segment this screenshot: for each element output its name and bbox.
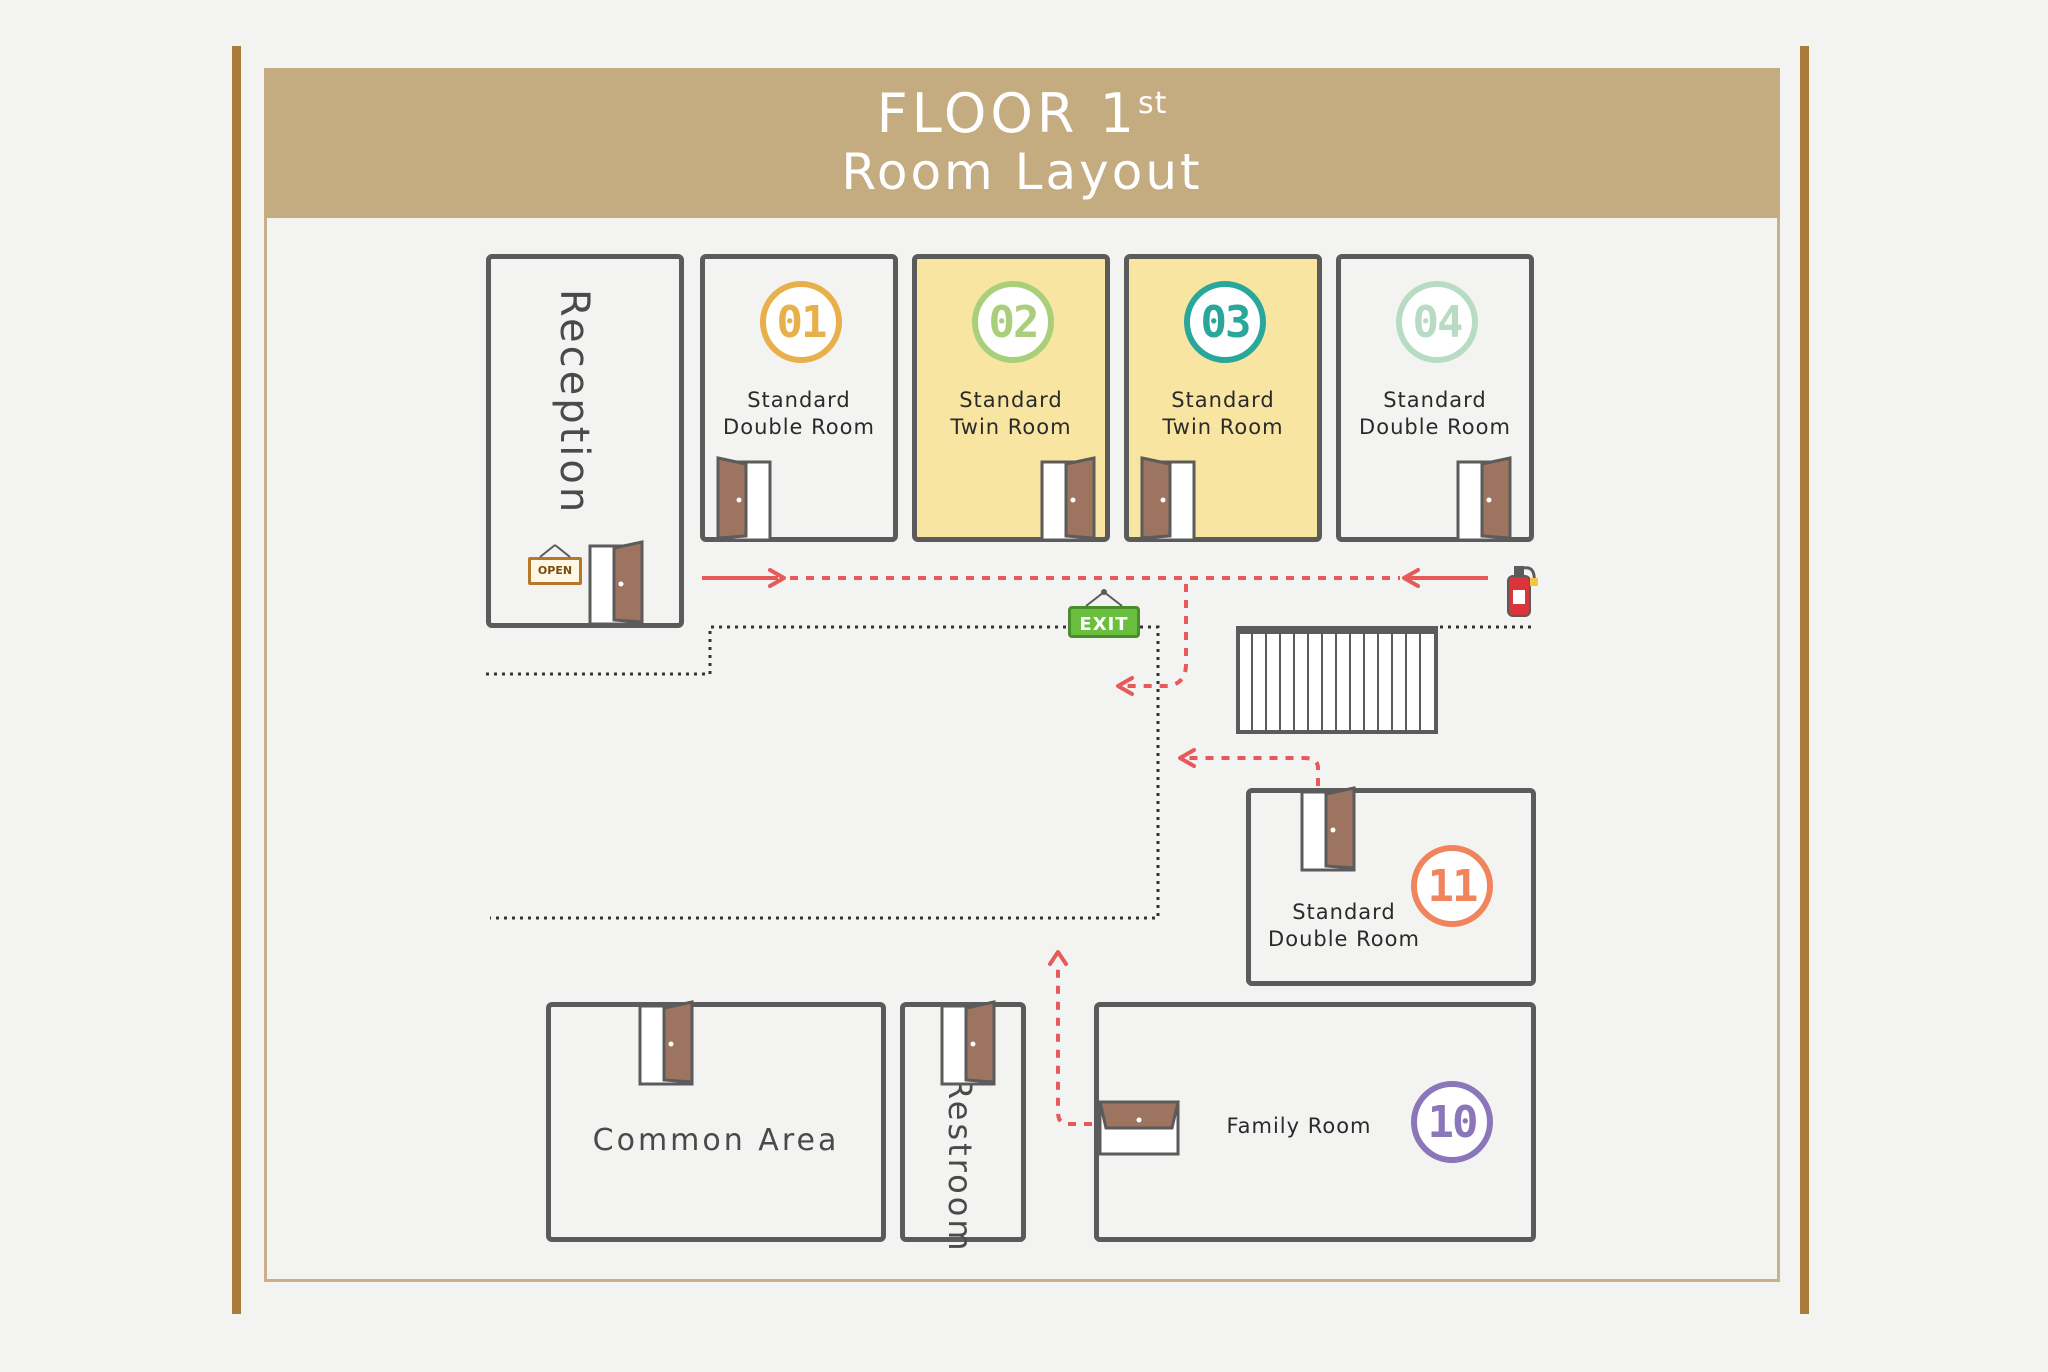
evacuation-route: [702, 576, 1488, 1126]
door-icon: [1456, 456, 1512, 542]
reception-label: Reception: [551, 289, 597, 516]
room-number-badge: 01: [760, 281, 842, 363]
door-icon: [716, 456, 772, 542]
left-frame-post: [232, 46, 241, 1314]
open-sign-hanger: [539, 544, 571, 558]
exit-sign-hanger: [1085, 589, 1123, 607]
common-area-label: Common Area: [592, 1123, 840, 1158]
room-number-badge: 03: [1184, 281, 1266, 363]
staircase-icon: [1236, 626, 1438, 734]
room-number-badge: 10: [1411, 1081, 1493, 1163]
corridor-boundary: [486, 625, 1536, 920]
door-icon: [588, 540, 644, 626]
door-icon: [1040, 456, 1096, 542]
restroom-label: Restroom: [941, 1077, 979, 1254]
header-banner: FLOOR 1st Room Layout: [264, 68, 1780, 218]
fire-extinguisher-icon: [1507, 566, 1538, 617]
reception-area[interactable]: Reception: [486, 254, 684, 628]
door-icon: [940, 1000, 996, 1086]
door-icon: [1140, 456, 1196, 542]
open-sign-icon: OPEN: [528, 557, 582, 585]
floor-title: FLOOR 1st: [876, 82, 1168, 145]
common-area[interactable]: Common Area: [546, 1002, 886, 1242]
exit-sign-icon: EXIT: [1068, 606, 1140, 638]
room-10-family-room[interactable]: 10 Family Room: [1094, 1002, 1536, 1242]
door-icon: [1300, 786, 1356, 872]
door-icon: [1098, 1100, 1180, 1156]
door-icon: [638, 1000, 694, 1086]
layout-subtitle: Room Layout: [841, 143, 1203, 201]
arrow-icon: [768, 568, 1420, 966]
restroom[interactable]: Restroom: [900, 1002, 1026, 1253]
right-frame-post: [1800, 46, 1809, 1314]
room-type-label: Family Room: [1226, 1114, 1372, 1138]
room-number-badge: 04: [1396, 281, 1478, 363]
room-number-badge: 11: [1411, 845, 1493, 927]
room-number-badge: 02: [972, 281, 1054, 363]
